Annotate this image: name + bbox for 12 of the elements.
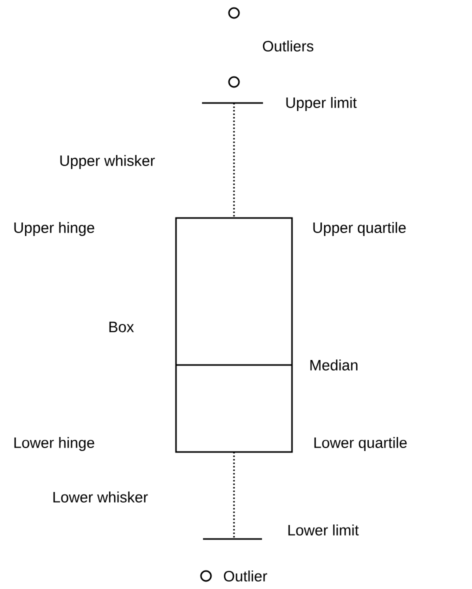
- annotation-label: Lower quartile: [314, 437, 407, 451]
- annotation-label: Lower limit: [288, 524, 359, 536]
- annotation-label: Lower hinge: [14, 437, 94, 451]
- annotation-label: Upper quartile: [313, 222, 406, 236]
- annotation-label: Lower whisker: [53, 492, 148, 502]
- annotation-label: Box: [109, 322, 134, 332]
- annotation-label: Median: [310, 360, 358, 370]
- annotation-label: Upper limit: [286, 97, 357, 111]
- annotation-label: Upper whisker: [60, 155, 155, 169]
- annotation-label: Outliers: [262, 40, 314, 52]
- annotation-label: Upper hinge: [14, 222, 94, 236]
- annotation-label: Outlier: [224, 570, 268, 582]
